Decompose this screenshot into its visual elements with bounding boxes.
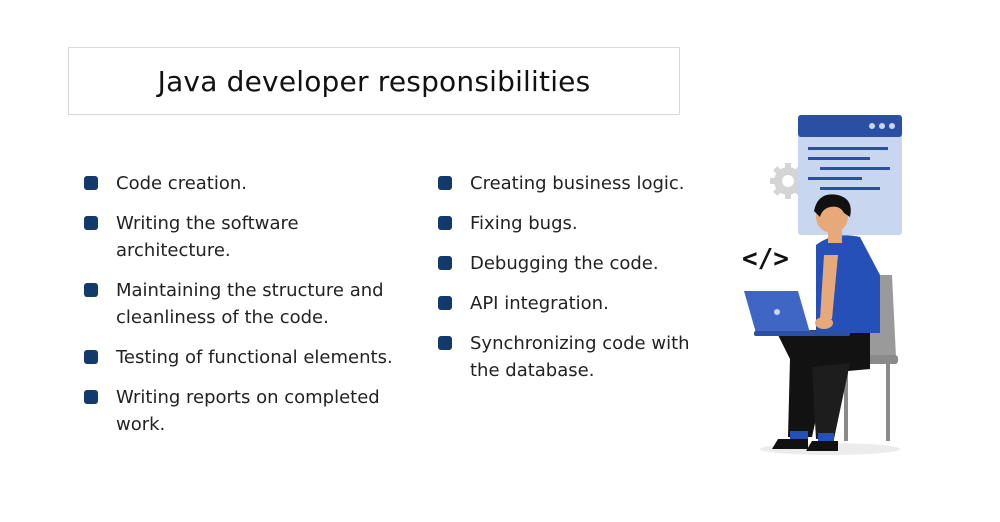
list-item: Maintaining the structure and cleanlines… — [84, 277, 414, 331]
developer-hand — [815, 317, 833, 329]
page-title: Java developer responsibilities — [157, 64, 591, 98]
developer-illustration: </> — [742, 115, 902, 455]
list-item-text: Creating business logic. — [470, 173, 685, 194]
list-item: Fixing bugs. — [438, 210, 708, 237]
bullet-icon — [438, 176, 452, 190]
bullet-icon — [84, 350, 98, 364]
bullet-icon — [438, 216, 452, 230]
list-item-text: API integration. — [470, 293, 609, 314]
bullet-icon — [84, 216, 98, 230]
bullet-icon — [438, 256, 452, 270]
title-box: Java developer responsibilities — [68, 47, 680, 115]
list-item: API integration. — [438, 290, 708, 317]
list-item-text: Writing reports on completed work. — [116, 387, 380, 435]
list-item: Synchronizing code with the database. — [438, 330, 708, 384]
bullet-icon — [84, 283, 98, 297]
code-symbol-icon: </> — [742, 244, 789, 274]
list-item-text: Code creation. — [116, 173, 248, 194]
developer-legs — [772, 329, 870, 451]
list-item: Writing the software architecture. — [84, 210, 414, 264]
bullet-icon — [438, 336, 452, 350]
list-item: Testing of functional elements. — [84, 344, 414, 371]
list-item: Code creation. — [84, 170, 414, 197]
list-item-text: Fixing bugs. — [470, 213, 578, 234]
list-item-text: Debugging the code. — [470, 253, 659, 274]
list-item-text: Writing the software architecture. — [116, 213, 299, 261]
laptop-icon — [744, 291, 850, 336]
developer-head — [814, 194, 851, 243]
list-item-text: Synchronizing code with the database. — [470, 333, 690, 381]
bullet-icon — [438, 296, 452, 310]
left-responsibility-list: Code creation. Writing the software arch… — [84, 170, 414, 451]
list-item: Writing reports on completed work. — [84, 384, 414, 438]
gear-icon — [770, 163, 806, 199]
list-item-text: Testing of functional elements. — [116, 347, 393, 368]
bullet-icon — [84, 176, 98, 190]
developer-arm — [820, 255, 838, 319]
list-item: Debugging the code. — [438, 250, 708, 277]
bullet-icon — [84, 390, 98, 404]
list-item-text: Maintaining the structure and cleanlines… — [116, 280, 384, 328]
right-responsibility-list: Creating business logic. Fixing bugs. De… — [438, 170, 708, 397]
list-item: Creating business logic. — [438, 170, 708, 197]
